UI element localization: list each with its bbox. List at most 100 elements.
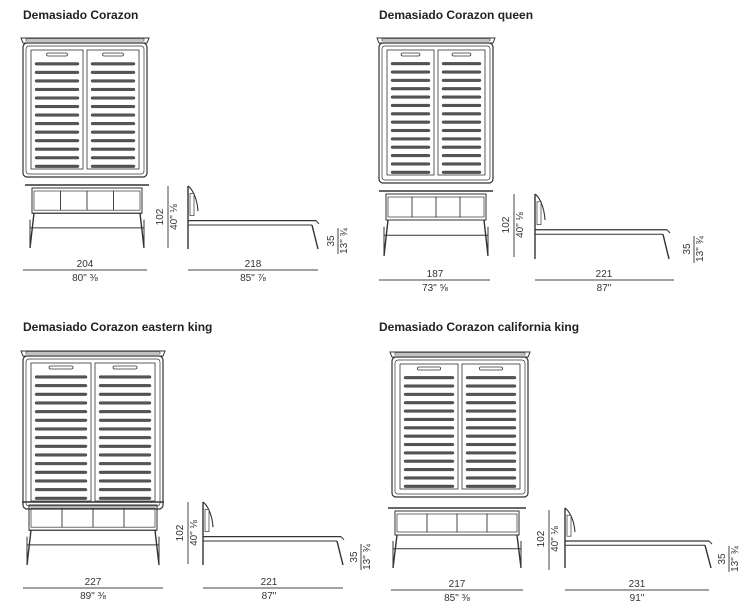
height-in: 40" ⅛ [169,203,180,229]
bed-panel-queen: Demasiado Corazon queen 187 73" ⅝ 102 40… [376,8,709,298]
louver-slat [441,87,482,91]
louver-slat [390,162,431,166]
louver-slat [98,375,152,379]
louver-slat [98,401,152,405]
side-view [187,185,320,250]
headboard-rail-inner [25,38,145,42]
louver-slat [98,462,152,466]
length-cm: 231 [629,579,646,590]
height-cm: 102 [536,530,547,547]
height-cm: 102 [501,216,512,233]
louver-slat [90,70,136,74]
louver-slat [465,451,517,455]
louver-slat [34,444,88,448]
bed-outline [22,42,148,178]
louver-slat [390,137,431,141]
bed-panel-eastern-king: Demasiado Corazon eastern king 227 89" ⅜… [20,320,378,610]
length-in: 87" [262,591,277,602]
louver-slat [441,62,482,66]
front-width-cm: 204 [77,259,94,270]
side-view [534,193,671,260]
pillow-slat [479,366,504,371]
headboard-rail-inner [381,38,491,42]
rail-end [340,536,345,541]
louver-slat [390,145,431,149]
louver-panel [30,49,84,170]
foot-leg [662,234,670,260]
louver-slat [98,470,152,474]
right-leg [483,219,489,257]
louver-slat [34,496,88,500]
length-in: 91" [630,593,645,604]
panel-section [387,196,413,218]
panel-title: Demasiado Corazon california king [379,320,580,334]
louver-slat [34,147,80,151]
louver-panel [86,49,140,170]
front-width-in: 85" ⅜ [444,593,470,604]
louver-slat [34,62,80,66]
left-leg [392,534,398,569]
louver-slat [403,459,455,463]
bed-outline [22,355,164,510]
side-view [564,507,713,569]
bed-panel-standard: Demasiado Corazon 204 80" ⅜ 102 40" ⅛ 21… [20,8,353,298]
louver-slat [34,164,80,168]
height-in: 40" ⅛ [550,525,561,551]
pillow-slat [451,52,472,57]
louver-slat [441,170,482,174]
louver-slat [90,164,136,168]
panel-section [61,507,94,528]
panel-section [33,190,61,211]
headboard-panel [189,193,195,216]
louver-slat [90,156,136,160]
louver-slat [441,70,482,74]
louver-slat [465,376,517,380]
louver-slat [98,496,152,500]
panel-section [92,507,125,528]
louver-slat [403,384,455,388]
panel-title: Demasiado Corazon queen [379,8,534,22]
louver-slat [98,418,152,422]
louver-panel [461,363,521,490]
panel-section [86,190,114,211]
louver-slat [34,453,88,457]
louver-slat [34,418,88,422]
pillow-slat [102,52,124,57]
louver-slat [90,62,136,66]
headboard-panel [566,514,572,537]
louver-slat [98,453,152,457]
louver-slat [403,484,455,488]
louver-slat [465,459,517,463]
foot-leg [336,540,344,566]
louver-slat [34,139,80,143]
length-in: 87" [597,283,612,294]
panel-title: Demasiado Corazon [23,8,139,22]
panel-section [411,196,437,218]
panel-section [30,507,63,528]
panel-section [486,513,518,533]
louver-slat [465,434,517,438]
louver-slat [465,409,517,413]
louver-slat [98,392,152,396]
frame-height-in: 13" ¾ [362,543,373,569]
bed-drawing-california-king: 217 85" ⅜ 102 40" ⅛ 231 91" 35 13" ¾ [388,351,741,604]
front-width-cm: 227 [85,577,102,588]
louver-slat [90,79,136,83]
louver-slat [441,162,482,166]
panel-title: Demasiado Corazon eastern king [23,320,213,334]
left-leg [26,530,32,566]
louver-slat [465,426,517,430]
height-cm: 102 [155,208,166,225]
panel-section [459,196,485,218]
pillow-slat [400,52,421,57]
louver-slat [390,120,431,124]
bed-panel-california-king: Demasiado Corazon california king 217 85… [379,320,751,610]
length-cm: 218 [245,259,262,270]
louver-slat [390,103,431,107]
louver-slat [465,384,517,388]
louver-slat [403,417,455,421]
height-cm: 102 [175,524,186,541]
headboard-panel [536,201,542,225]
headboard-rail-inner [394,352,526,356]
frame-height-cm: 35 [326,235,337,247]
